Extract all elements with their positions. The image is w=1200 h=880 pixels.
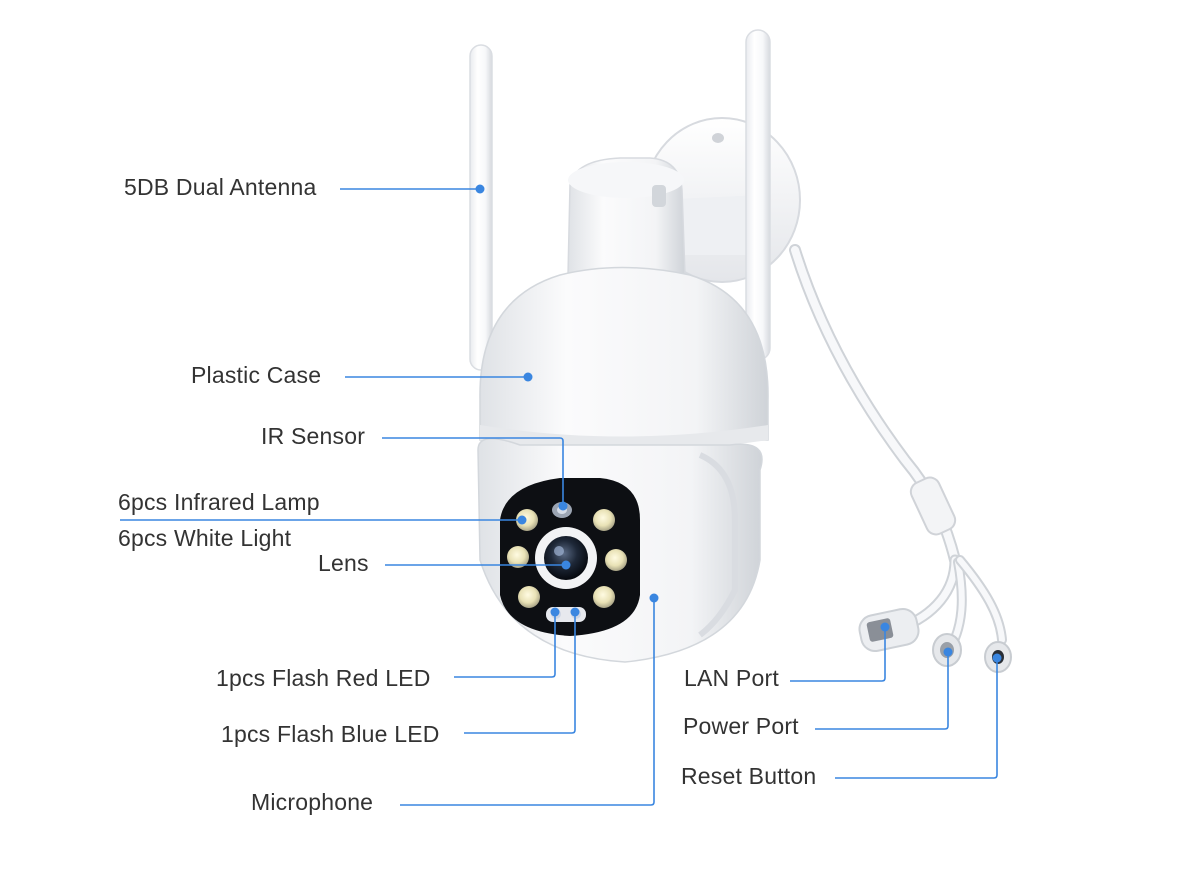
red-led-label: 1pcs Flash Red LED — [216, 665, 431, 691]
cable-splitter — [909, 476, 957, 536]
lamp — [507, 546, 529, 568]
camera-neck — [567, 157, 686, 276]
infrared-lamp-label: 6pcs Infrared Lamp — [118, 489, 320, 515]
callout-dots — [475, 184, 1002, 663]
lamp — [518, 586, 540, 608]
reset-button-label: Reset Button — [681, 763, 817, 789]
antenna-right — [745, 29, 771, 361]
cable — [789, 244, 1007, 650]
power-port-label: Power Port — [683, 713, 799, 739]
lens-label: Lens — [318, 550, 369, 576]
lamp — [605, 549, 627, 571]
microphone-label: Microphone — [251, 789, 374, 815]
blue-led-label: 1pcs Flash Blue LED — [221, 721, 440, 747]
lens — [544, 536, 588, 580]
callout-lines — [120, 188, 998, 806]
ir-sensor-label: IR Sensor — [261, 423, 366, 449]
white-light-label: 6pcs White Light — [118, 525, 292, 551]
antenna-left — [469, 44, 493, 371]
case-label: Plastic Case — [191, 362, 322, 388]
lan-port-label: LAN Port — [684, 665, 779, 691]
antenna-label: 5DB Dual Antenna — [124, 174, 317, 200]
lan-connector — [858, 607, 920, 653]
lamp — [516, 509, 538, 531]
lamp — [593, 586, 615, 608]
lamp — [593, 509, 615, 531]
camera-face — [500, 478, 640, 636]
